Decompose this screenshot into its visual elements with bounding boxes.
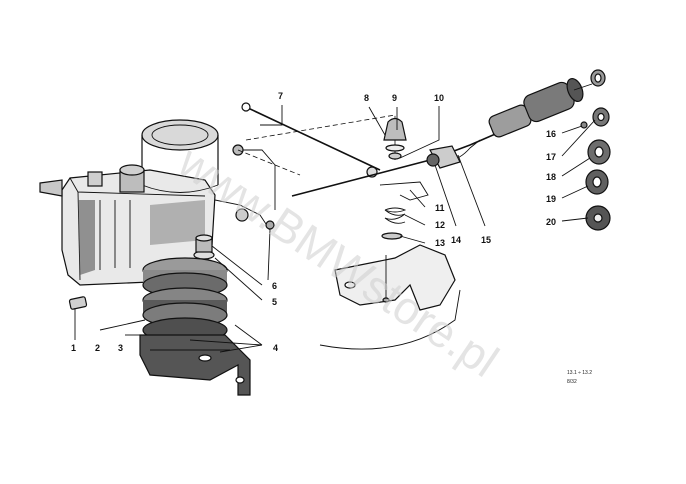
callout-11: 11 (435, 203, 445, 213)
callout-8: 8 (364, 93, 369, 103)
callout-1: 1 (71, 343, 76, 353)
callout-10: 10 (434, 93, 444, 103)
callout-3: 3 (118, 343, 123, 353)
callout-7: 7 (278, 91, 283, 101)
spring-lever-assembly (319, 181, 461, 350)
linkage-rod (237, 102, 396, 178)
insulator-stack (68, 234, 251, 396)
callout-6: 6 (272, 281, 277, 291)
callout-13: 13 (435, 238, 445, 248)
carburetor-assembly (39, 119, 276, 286)
callout-4: 4 (273, 343, 278, 353)
cap-assembly (383, 117, 407, 160)
reference-line-1: 13.1 ÷ 13.2 (567, 370, 592, 376)
callout-5: 5 (272, 297, 277, 307)
callout-9: 9 (392, 93, 397, 103)
callout-15: 15 (481, 235, 491, 245)
callout-16: 16 (546, 129, 556, 139)
callout-12: 12 (435, 220, 445, 230)
throttle-cable (291, 69, 606, 197)
callout-19: 19 (546, 194, 556, 204)
reference-line-2: 8/32 (567, 379, 577, 385)
callout-20: 20 (546, 217, 556, 227)
leader-lines (74, 105, 596, 353)
callout-labels: 1 2 3 4 5 6 7 8 9 10 11 12 13 14 15 16 1… (71, 91, 556, 353)
callout-2: 2 (95, 343, 100, 353)
callout-18: 18 (546, 172, 556, 182)
callout-14: 14 (451, 235, 461, 245)
grommet-series (580, 107, 611, 231)
callout-17: 17 (546, 152, 556, 162)
